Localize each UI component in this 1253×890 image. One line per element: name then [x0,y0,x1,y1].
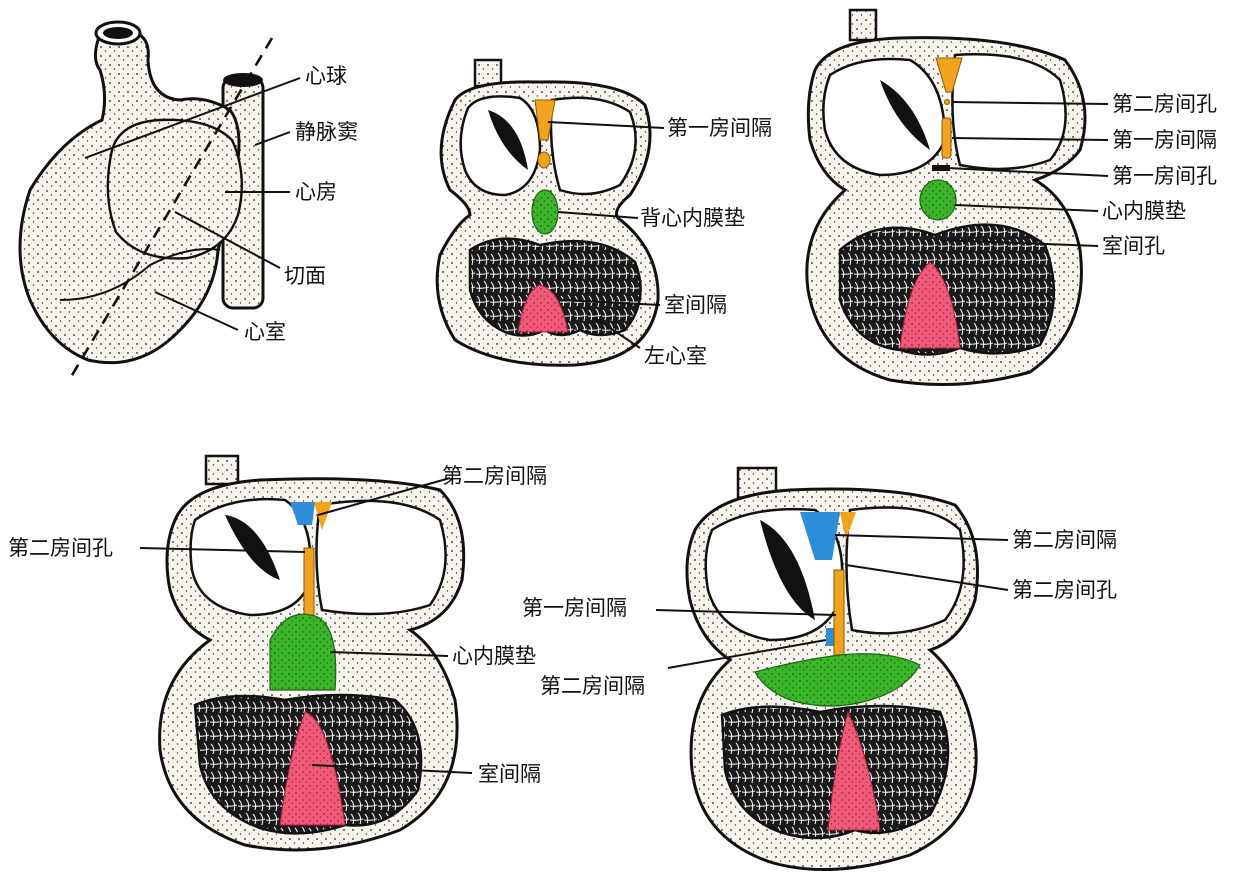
label-bulbus: 心球 [305,66,347,87]
label-fig4-foramen-secundum: 第二房间孔 [8,538,113,559]
label-ventricle: 心室 [244,322,286,343]
label-fig4-iv-septum: 室间隔 [478,764,541,785]
label-fig5-septum-primum: 第一房间隔 [522,598,627,619]
fig5-late-stage [656,468,1008,870]
fig4-septum-secundum-stage [140,456,472,850]
label-fig5-septum-secundum-top: 第二房间隔 [1012,530,1117,551]
label-fig2-septum-primum: 第一房间隔 [667,118,772,139]
label-fig3-cushion: 心内膜垫 [1102,201,1186,222]
label-fig3-foramen-primum: 第一房间孔 [1112,166,1217,187]
label-fig4-septum-secundum: 第二房间隔 [442,466,547,487]
label-section: 切面 [284,266,326,287]
label-fig2-left-ventricle: 左心室 [644,346,707,367]
label-fig2-dorsal-cushion: 背心内膜垫 [640,208,745,229]
fig3-foramen-stage [807,10,1108,385]
fig2-early-septation [437,60,664,365]
label-fig3-iv-foramen: 室间孔 [1102,236,1165,257]
label-fig4-cushion: 心内膜垫 [452,646,536,667]
label-fig5-septum-secundum-low: 第二房间隔 [540,676,645,697]
label-fig3-foramen-secundum: 第二房间孔 [1112,94,1217,115]
label-atrium: 心房 [295,182,337,203]
label-sinus-venosus: 静脉窦 [295,122,358,143]
label-fig5-foramen-secundum: 第二房间孔 [1012,580,1117,601]
label-fig2-iv-septum: 室间隔 [664,295,727,316]
label-fig3-septum-primum: 第一房间隔 [1112,130,1217,151]
